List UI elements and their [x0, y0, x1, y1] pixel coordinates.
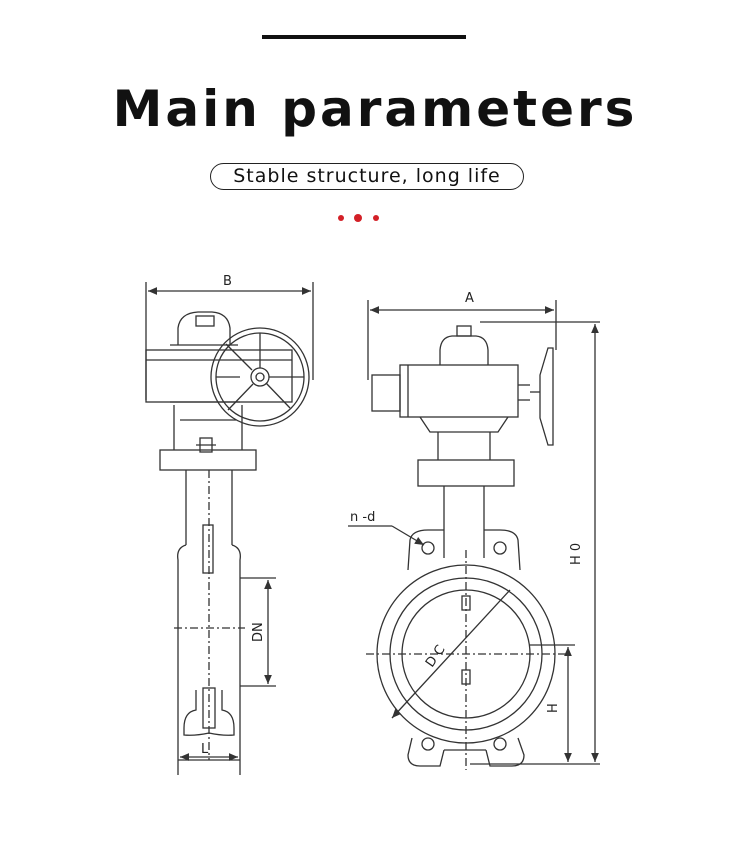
dim-b-label: B [223, 274, 232, 289]
dot-right [373, 215, 379, 221]
decorative-dots [336, 212, 382, 224]
side-view: B [145, 274, 314, 775]
page-title: Main parameters [112, 80, 638, 138]
dim-dn-label: DN [251, 622, 266, 642]
dim-h0-label: H 0 [569, 543, 584, 565]
holes-label: n -d [350, 510, 375, 525]
subtitle-pill: Stable structure, long life [210, 163, 524, 190]
top-divider-bar [262, 35, 466, 39]
front-view: A H 0 H [348, 291, 600, 770]
dim-a-label: A [465, 291, 474, 306]
dim-dc-label: D C [423, 643, 449, 671]
dim-l-label: L [201, 742, 209, 757]
dot-center [354, 214, 362, 222]
dot-left [338, 215, 344, 221]
dim-h-label: H [546, 703, 561, 713]
